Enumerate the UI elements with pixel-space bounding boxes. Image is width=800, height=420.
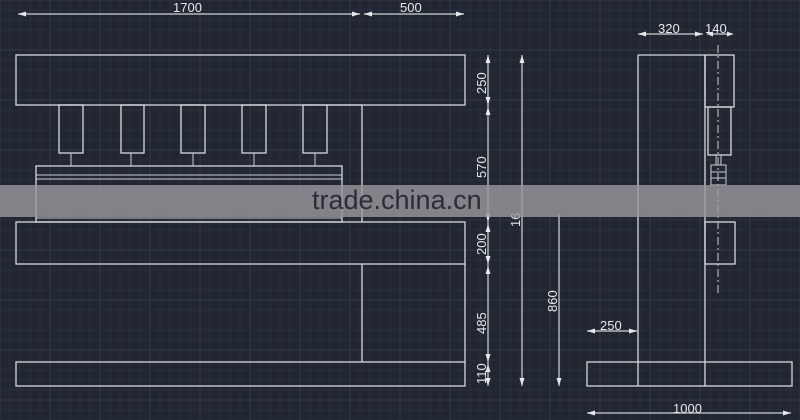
dim-570-label: 570 (474, 156, 489, 178)
dim-110-label: 110 (474, 363, 489, 384)
dim-1700: 1700 (18, 0, 360, 17)
top-beam (15, 54, 466, 106)
front-base (15, 361, 466, 387)
watermark-band (0, 185, 800, 217)
hydraulic-cylinders (58, 104, 328, 166)
dim-side-250: 250 (587, 318, 637, 334)
cylinder-2 (120, 104, 145, 154)
dim-500-label: 500 (400, 0, 422, 15)
side-view: 320 140 250 1000 (586, 21, 793, 416)
dim-320-label: 320 (658, 21, 680, 36)
watermark-text: trade.china.cn (312, 185, 482, 215)
dim-500: 500 (364, 0, 464, 17)
dim-250-label: 250 (474, 72, 489, 94)
cylinder-3 (180, 104, 206, 154)
dim-860: 860 (545, 214, 562, 386)
side-base (586, 361, 793, 387)
side-cylinder (707, 106, 732, 156)
side-lower-block (704, 221, 736, 265)
dim-vertical-chain: 250 570 200 485 110 (474, 55, 491, 386)
dim-140: 140 (705, 21, 733, 37)
dim-485-label: 485 (474, 312, 489, 334)
cylinder-4 (241, 104, 267, 154)
dim-320: 320 (638, 21, 703, 37)
dim-1000-label: 1000 (673, 401, 702, 416)
dim-140-label: 140 (705, 21, 727, 36)
dim-860-label: 860 (545, 290, 560, 312)
front-view: 1700 500 250 5 (15, 0, 562, 387)
dim-1000: 1000 (587, 401, 791, 416)
dim-200-label: 200 (474, 233, 489, 255)
press-bed (15, 221, 466, 265)
cylinder-1 (58, 104, 84, 154)
cylinder-5 (302, 104, 328, 154)
dim-side-250-label: 250 (600, 318, 622, 333)
dim-1700-label: 1700 (173, 0, 202, 15)
